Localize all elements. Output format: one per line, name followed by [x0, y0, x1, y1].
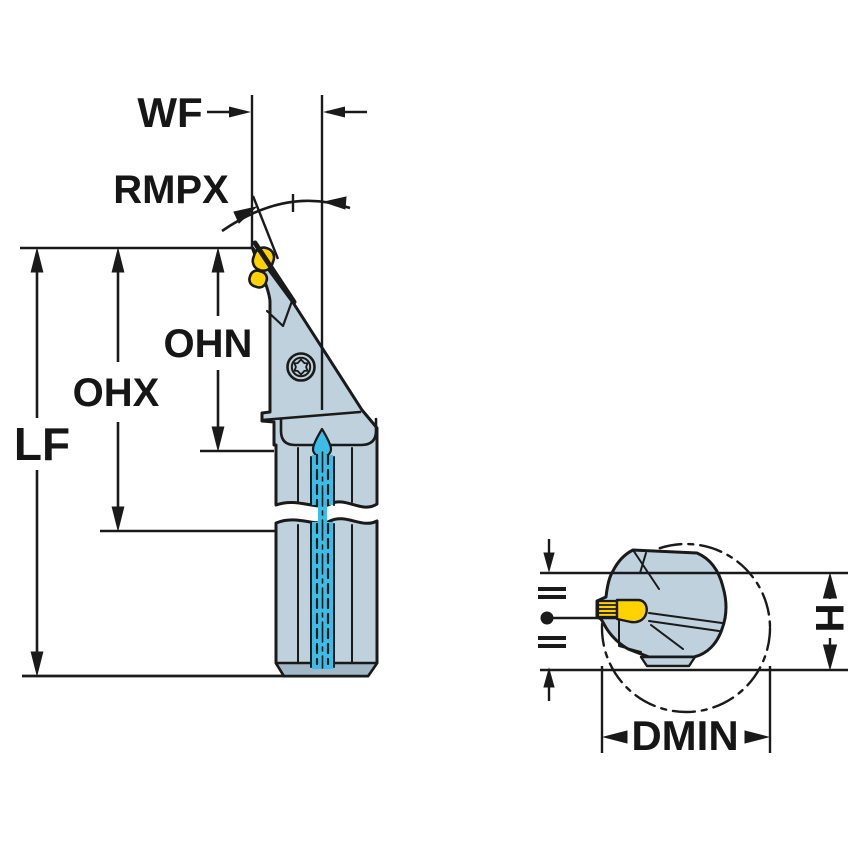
label-dmin: DMIN — [631, 712, 739, 759]
wf-arrowhead-left-icon — [323, 106, 345, 118]
label-h: H — [807, 603, 851, 633]
label-rmpx: RMPX — [113, 168, 229, 212]
label-ohx: OHX — [72, 371, 160, 415]
label-lf: LF — [13, 418, 71, 470]
h-arrow-up-icon — [822, 572, 838, 599]
label-ohn: OHN — [163, 322, 253, 366]
dmin-arrowhead-left-icon — [602, 730, 628, 744]
ohn-arrow-up-icon — [211, 248, 225, 273]
rmpx-arrowhead-right-icon — [322, 196, 347, 210]
lf-arrow-up-icon — [30, 248, 44, 273]
ohx-arrow-down-icon — [111, 506, 125, 531]
end-arrow-up-icon — [543, 667, 555, 688]
h-arrow-down-icon — [822, 644, 838, 671]
ohn-arrow-down-icon — [211, 426, 225, 451]
lf-arrow-down-icon — [30, 651, 44, 676]
shank-facet-lines — [297, 447, 353, 663]
ohx-arrow-up-icon — [111, 248, 125, 273]
wf-arrowhead-right-icon — [229, 106, 251, 118]
coolant-channel — [310, 427, 335, 669]
main-view — [248, 240, 379, 678]
shank-bottom-face — [274, 661, 379, 678]
dimension-lines-end — [538, 539, 848, 753]
end-view — [595, 542, 772, 714]
dimension-lines-main — [20, 95, 367, 678]
insert-seat-lines — [265, 299, 294, 328]
end-view-facet-lines — [618, 549, 723, 653]
insert-clamp-edge — [252, 240, 297, 305]
end-view-insert-icon — [596, 598, 648, 624]
rmpx-arrowhead-left-icon — [233, 206, 258, 224]
dmin-arrowhead-right-icon — [744, 730, 770, 744]
end-arrow-down-icon — [543, 552, 555, 573]
head-shoulder-line — [260, 410, 362, 422]
label-wf: WF — [137, 89, 203, 136]
end-view-foot — [639, 655, 697, 668]
torx-screw-icon — [286, 352, 316, 382]
centerline-circle — [600, 542, 772, 714]
equals-mark-bottom-icon — [538, 636, 566, 648]
equals-mark-top-icon — [538, 587, 566, 599]
